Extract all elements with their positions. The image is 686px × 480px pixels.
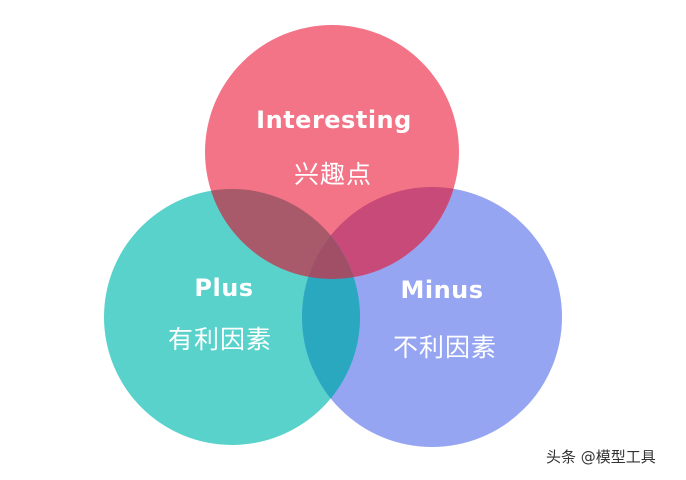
- minus-subtitle: 不利因素: [392, 333, 498, 362]
- minus-title: Minus: [400, 276, 484, 304]
- overlap-interesting-minus: [302, 187, 459, 279]
- interesting-title: Interesting: [256, 106, 412, 134]
- watermark-text: 头条 @模型工具: [546, 448, 656, 466]
- interesting-subtitle: 兴趣点: [293, 160, 373, 189]
- overlap-interesting-plus: [205, 189, 360, 279]
- plus-title: Plus: [194, 274, 254, 302]
- plus-subtitle: 有利因素: [167, 325, 273, 354]
